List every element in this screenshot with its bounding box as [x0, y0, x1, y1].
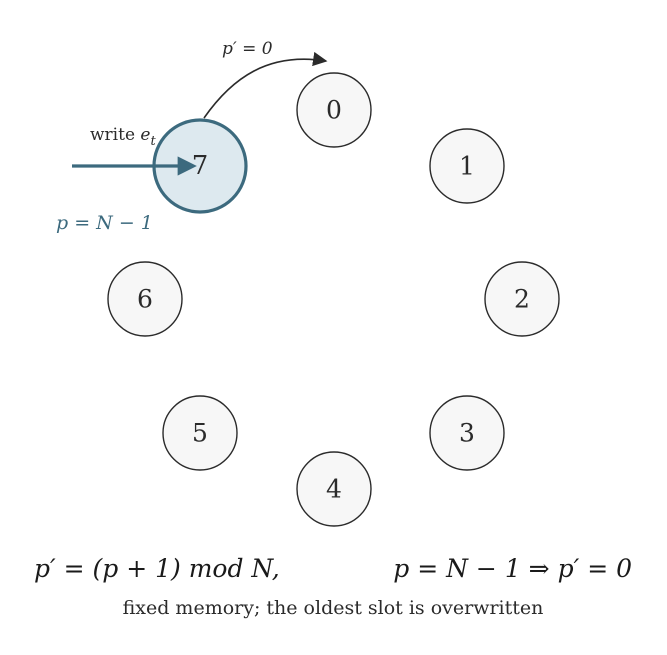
slot-label: 1	[459, 152, 475, 181]
slot-label: 0	[326, 96, 342, 125]
write-label-sub: t	[150, 134, 156, 149]
slot-2: 2	[484, 261, 560, 337]
write-label-var: e	[140, 125, 150, 145]
write-label: write et	[90, 125, 156, 149]
wrap-arrow	[203, 51, 328, 119]
slot-6: 6	[107, 261, 183, 337]
slot-label: 2	[514, 285, 530, 314]
pointer-label: p = N − 1	[56, 212, 153, 234]
slot-1: 1	[429, 128, 505, 204]
slot-0: 0	[296, 72, 372, 148]
wrap-label: p′ = 0	[222, 39, 273, 59]
equation-right: p = N − 1 ⇒ p′ = 0	[393, 554, 632, 583]
slot-label: 5	[192, 419, 208, 448]
slot-label: 4	[326, 475, 342, 504]
active-slot-label: 7	[192, 151, 209, 181]
slot-3: 3	[429, 395, 505, 471]
equation-left: p′ = (p + 1) mod N,	[34, 554, 280, 583]
slot-label: 3	[459, 419, 475, 448]
slot-4: 4	[296, 451, 372, 527]
slot-5: 5	[162, 395, 238, 471]
write-label-prefix: write	[90, 125, 140, 145]
caption: fixed memory; the oldest slot is overwri…	[123, 597, 544, 619]
slot-label: 6	[137, 285, 153, 314]
